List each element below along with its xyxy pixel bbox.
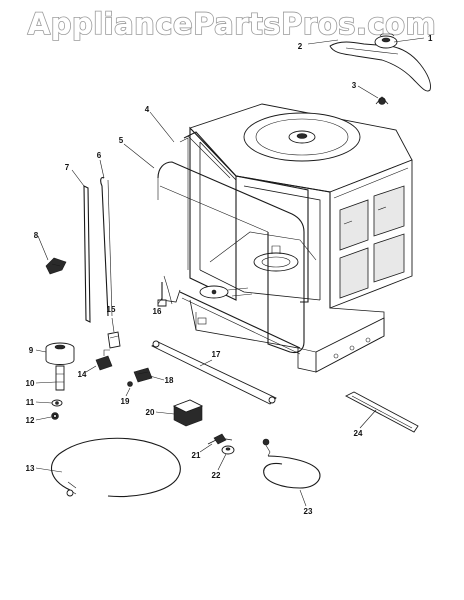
- screw: [127, 381, 133, 387]
- hose-clip: [95, 349, 113, 371]
- leader-lines: [35, 37, 425, 507]
- callout-20: 20: [146, 408, 155, 417]
- cord-bracket: [133, 367, 153, 383]
- callout-4: 4: [145, 105, 150, 114]
- callout-23: 23: [304, 507, 313, 516]
- base-trim: [345, 391, 419, 433]
- callout-24: 24: [354, 429, 363, 438]
- callout-22: 22: [212, 471, 221, 480]
- callout-10: 10: [26, 379, 35, 388]
- heater-element: [51, 437, 181, 497]
- callout-5: 5: [119, 136, 124, 145]
- spray-arm-fitting: [375, 96, 389, 105]
- watermark: AppliancePartsPros.com: [28, 7, 436, 41]
- callout-3: 3: [352, 81, 357, 90]
- grommet: [221, 445, 235, 455]
- callout-14: 14: [78, 370, 87, 379]
- callout-21: 21: [192, 451, 201, 460]
- callout-8: 8: [34, 231, 39, 240]
- callout-2: 2: [298, 42, 303, 51]
- callout-18: 18: [165, 376, 174, 385]
- wire-connector: [207, 433, 233, 445]
- door-gasket: [183, 131, 309, 303]
- callout-13: 13: [26, 464, 35, 473]
- callout-19: 19: [121, 397, 130, 406]
- callout-12: 12: [26, 416, 35, 425]
- drain-hose: [262, 438, 321, 489]
- tub-assembly: [161, 103, 413, 373]
- side-trim: [83, 185, 91, 323]
- callout-6: 6: [97, 151, 102, 160]
- bracket: [107, 331, 121, 349]
- callout-1: 1: [428, 34, 433, 43]
- hinge-clip: [45, 257, 67, 275]
- callout-15: 15: [107, 305, 116, 314]
- upper-spray-arm: [329, 33, 431, 92]
- tub-gasket: [157, 161, 305, 354]
- callout-17: 17: [212, 350, 221, 359]
- callout-16: 16: [153, 307, 162, 316]
- callout-7: 7: [65, 163, 70, 172]
- door-seal-strip: [100, 177, 109, 317]
- pump-assembly: [45, 342, 75, 420]
- callout-11: 11: [26, 398, 35, 407]
- kick-rail: [151, 340, 277, 405]
- junction-box: [172, 399, 204, 427]
- callout-labels: 1 2 3 4 5 6 7 8 9 10 11 12 13 14 15 16 1…: [26, 34, 433, 516]
- callout-9: 9: [29, 346, 34, 355]
